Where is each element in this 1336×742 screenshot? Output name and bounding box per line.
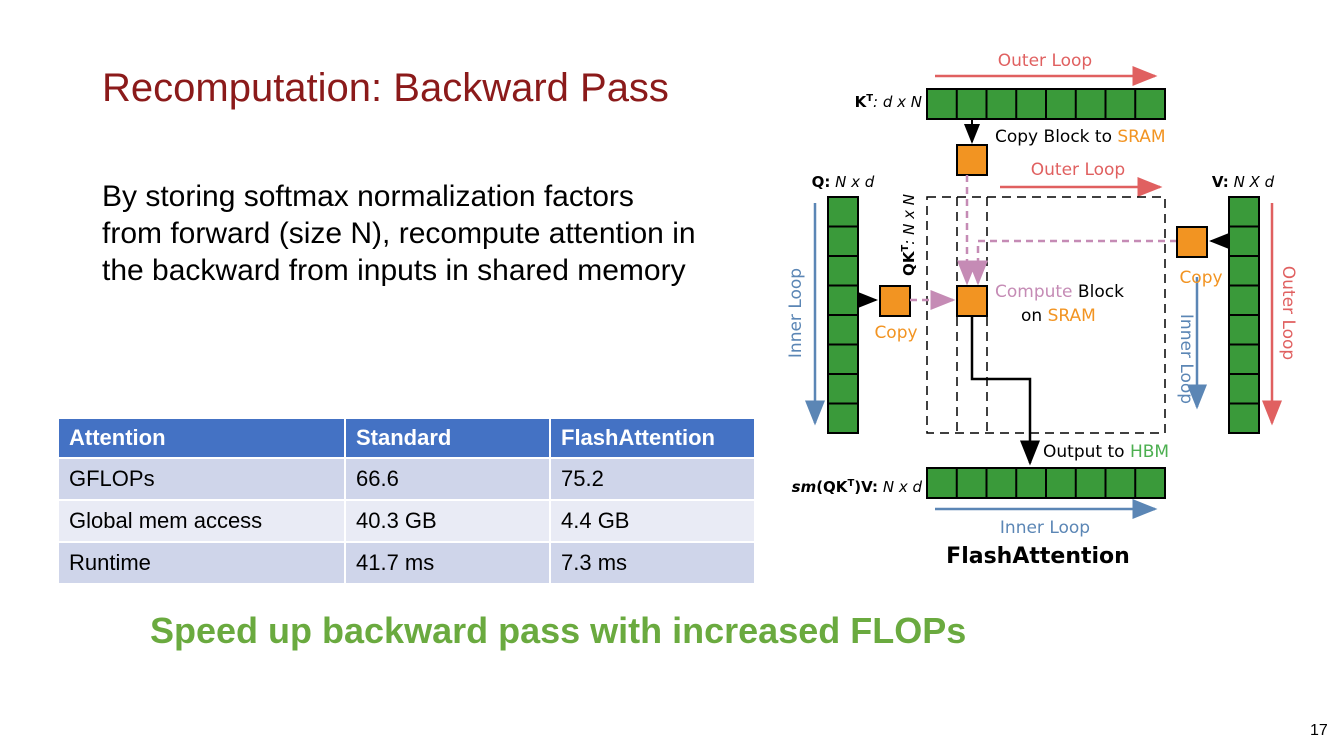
page-number: 17: [1310, 722, 1328, 739]
table-cell: Runtime: [59, 542, 346, 585]
v-copy-label: Copy: [1179, 268, 1222, 288]
body-line-1: By storing softmax normalization factors: [102, 180, 634, 213]
v-to-compute-arrow: [968, 239, 1177, 286]
outer-loop-label-top: Outer Loop: [998, 51, 1092, 71]
table-header-row: Attention Standard FlashAttention: [59, 419, 756, 459]
table-header-cell: FlashAttention: [550, 419, 756, 459]
inner-loop-label-bottom: Inner Loop: [1000, 518, 1090, 538]
diagram-caption: FlashAttention: [946, 544, 1130, 569]
table-cell: 4.4 GB: [550, 500, 756, 543]
q-block-column: [827, 196, 859, 434]
inner-loop-label-left: Inner Loop: [786, 268, 806, 358]
compute-block: [956, 285, 988, 317]
qkt-label: QKT: N x N: [900, 194, 918, 276]
q-copy-block: [879, 285, 911, 317]
output-block-row: [926, 467, 1166, 499]
body-line-2: from forward (size N), recompute attenti…: [102, 217, 696, 250]
table-header-cell: Attention: [59, 419, 346, 459]
table-cell: 75.2: [550, 458, 756, 501]
body-line-3: the backward from inputs in shared memor…: [102, 254, 686, 287]
q-copy-label: Copy: [874, 323, 917, 343]
slide-title: Recomputation: Backward Pass: [102, 66, 669, 110]
v-label: V: N X d: [1212, 173, 1275, 191]
table-cell: 40.3 GB: [345, 500, 551, 543]
inner-loop-label-middle: Inner Loop: [1176, 314, 1196, 404]
table-row: Runtime 41.7 ms 7.3 ms: [59, 542, 756, 585]
table-cell: 7.3 ms: [550, 542, 756, 585]
table-cell: 66.6: [345, 458, 551, 501]
table-row: GFLOPs 66.6 75.2: [59, 458, 756, 501]
outer-loop-label-middle: Outer Loop: [1031, 160, 1125, 180]
conclusion-text: Speed up backward pass with increased FL…: [150, 610, 967, 651]
comparison-table: Attention Standard FlashAttention GFLOPs…: [59, 419, 756, 585]
on-sram-label: on SRAM: [1021, 306, 1096, 326]
table-cell: 41.7 ms: [345, 542, 551, 585]
outer-loop-label-right: Outer Loop: [1278, 266, 1298, 360]
compute-block-label: Compute Block: [995, 282, 1124, 302]
kt-label: KT: d x N: [855, 93, 922, 111]
body-text: By storing softmax normalization factors…: [102, 178, 696, 289]
output-arrow: [970, 316, 1040, 466]
v-block-column: [1228, 196, 1260, 434]
output-label: Output to HBM: [1043, 442, 1169, 462]
table-cell: GFLOPs: [59, 458, 346, 501]
copy-block-label: Copy Block to SRAM: [995, 127, 1166, 147]
table-header-cell: Standard: [345, 419, 551, 459]
flashattention-diagram: Outer Loop KT: d x N Copy Block to SRAM …: [786, 51, 1298, 569]
qkt-matrix-box: [926, 196, 1166, 434]
table-row: Global mem access 40.3 GB 4.4 GB: [59, 500, 756, 543]
q-label: Q: N x d: [812, 173, 875, 191]
output-matrix-label: sm(QKT)V: N x d: [792, 478, 923, 496]
kt-block-row: [926, 88, 1166, 120]
v-copy-block: [1176, 226, 1208, 258]
table-cell: Global mem access: [59, 500, 346, 543]
kt-copy-block: [956, 144, 988, 176]
